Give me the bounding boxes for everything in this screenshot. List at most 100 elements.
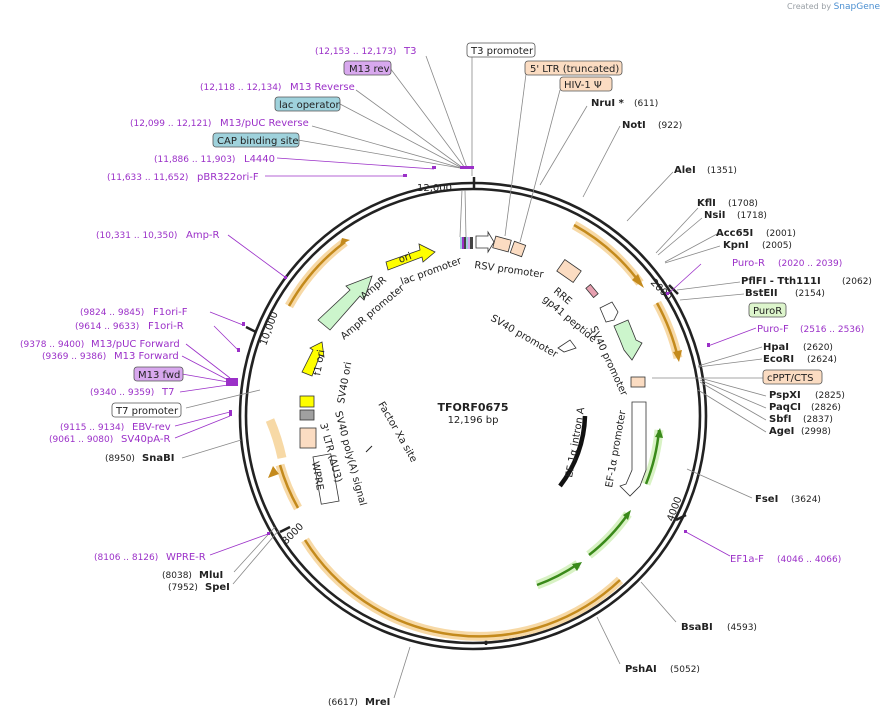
orf-arc-line	[287, 240, 346, 307]
hiv-psi-box	[509, 240, 527, 258]
primer-ebv-rev-name: EBV-rev	[132, 422, 171, 433]
enzyme-snabi-pos: (8950)	[105, 454, 135, 464]
primer-puro-r-range: (2020 .. 2039)	[778, 259, 842, 269]
rsv-promoter-label: RSV promoter	[474, 260, 545, 281]
enzyme-acc65i-pos: (2001)	[766, 229, 796, 239]
ltr5-label: 5' LTR (truncated)	[530, 64, 619, 75]
primer-f1ori-r-name: F1ori-R	[148, 321, 184, 332]
primer-m13-reverse-name: M13 Reverse	[290, 82, 355, 93]
primer-f1ori-r-range: (9614 .. 9633)	[75, 322, 139, 332]
enzyme-bsabi-pos: (4593)	[727, 623, 757, 633]
hiv-psi-label: HIV-1 Ψ	[564, 80, 602, 91]
tick-label-12000: 12,000	[417, 183, 452, 194]
rre-box	[556, 258, 582, 284]
puror-label-box	[748, 302, 787, 318]
primer-wpre-r-name: WPRE-R	[166, 552, 206, 563]
primer-ef1a-f-name: EF1a-F	[730, 554, 764, 565]
cap-site-box	[212, 132, 300, 148]
m13-rev-box	[343, 60, 392, 76]
primer-f1ori-f-range: (9824 .. 9845)	[80, 308, 144, 318]
primer-t3-name: T3	[403, 46, 416, 57]
primer-puro-r-name: Puro-R	[732, 258, 765, 269]
enzyme-pshai-name: PshAI	[625, 664, 657, 675]
f1-ori-arrow	[301, 341, 325, 377]
ltr3-box	[299, 427, 317, 449]
sv40-promoter-arrow	[557, 339, 577, 353]
enzyme-nrui-pos: (611)	[634, 99, 658, 109]
right-labels: NruI * (611) NotI (922) AleI (1351) KflI…	[591, 98, 872, 675]
primer-t7-name: T7	[161, 387, 174, 398]
snapgene-credit: Created by SnapGene	[787, 2, 880, 12]
cppt-label-box	[762, 369, 823, 385]
ltr5-box	[492, 235, 512, 253]
primer-t3-range: (12,153 .. 12,173)	[315, 47, 396, 57]
m13-fwd-label: M13 fwd	[138, 370, 180, 381]
primer-leader-lines	[174, 157, 757, 557]
factor-xa-tick	[365, 445, 373, 453]
orf-arrowheads	[268, 238, 682, 478]
plasmid-name: TFORF0675	[438, 401, 509, 414]
enzyme-kfli-name: KflI	[697, 198, 716, 209]
enzyme-hpai-name: HpaI	[763, 342, 789, 353]
orf-arc-line	[303, 539, 621, 638]
plasmid-length: 12,196 bp	[448, 415, 499, 426]
enzyme-bsteii-pos: (2154)	[795, 289, 825, 299]
puror-label: PuroR	[753, 306, 782, 317]
primer-puro-f-name: Puro-F	[757, 324, 789, 335]
primer-pbr322-name: pBR322ori-F	[197, 172, 259, 183]
primer-puro-f-range: (2516 .. 2536)	[800, 325, 864, 335]
enzyme-agei-name: AgeI	[769, 426, 794, 437]
credit-text: Created by	[787, 2, 832, 11]
wpre-box	[312, 453, 340, 505]
enzyme-spei-pos: (7952)	[168, 583, 198, 593]
enzyme-mlui-name: MluI	[199, 570, 223, 581]
tick-label-2000: 2000	[648, 277, 674, 303]
enzyme-noti-pos: (922)	[658, 121, 682, 131]
orf-arc-highlight	[301, 537, 624, 641]
enzyme-kfli-pos: (1708)	[728, 199, 758, 209]
enzyme-sbfi-name: SbfI	[769, 414, 791, 425]
primer-marks	[226, 166, 710, 535]
lac-operator-label: lac operator	[279, 100, 340, 111]
enzyme-mlui-pos: (8038)	[162, 571, 192, 581]
primer-wpre-r-range: (8106 .. 8126)	[94, 553, 158, 563]
enzyme-bsabi-name: BsaBI	[681, 622, 713, 633]
enzyme-pflfi-pos: (2062)	[842, 277, 872, 287]
enzyme-noti-name: NotI	[622, 120, 646, 131]
left-labels: (10,331 .. 10,350) Amp-R (9824 .. 9845) …	[20, 230, 390, 708]
cppt-box	[630, 376, 646, 388]
ampr-arrow	[317, 275, 373, 331]
primer-m13puc-fwd-range: (9378 .. 9400)	[20, 340, 84, 350]
sv40-promoter-shape	[599, 301, 619, 323]
f1-ori-label: f1 ori	[312, 349, 327, 377]
enzyme-alei-name: AleI	[674, 165, 696, 176]
enzyme-ecori-pos: (2624)	[807, 355, 837, 365]
orf-arc-highlight	[265, 418, 287, 459]
enzyme-mrei-name: MreI	[365, 697, 390, 708]
primer-sv40pa-r-name: SV40pA-R	[121, 434, 170, 445]
m13-fwd-box	[133, 366, 184, 382]
primer-l4440-name: L4440	[244, 154, 275, 165]
primer-pbr322-range: (11,633 .. 11,652)	[107, 173, 188, 183]
top-labels: (12,153 .. 12,173) T3 M13 rev (12,118 ..…	[107, 42, 623, 183]
enzyme-acc65i-name: Acc65I	[716, 228, 753, 239]
sv40-promoter-label-b: SV40 promoter	[489, 313, 561, 361]
enzyme-bsteii-name: BstEII	[745, 288, 778, 299]
sv40-ori-label: SV40 ori	[336, 361, 354, 404]
enzyme-spei-name: SpeI	[205, 582, 230, 593]
ef1a-intron-label: EF-1α intron A	[564, 406, 587, 478]
enzyme-snabi-name: SnaBI	[142, 453, 174, 464]
t7-promoter-label: T7 promoter	[115, 406, 179, 417]
factor-xa-label: Factor Xa site	[375, 400, 419, 464]
orf-arc-line	[278, 464, 300, 509]
primer-m13puc-fwd-name: M13/pUC Forward	[91, 339, 180, 350]
lac-operator-box	[274, 96, 341, 112]
ef1a-promoter-label: EF-1α promoter	[604, 409, 629, 489]
m13-rev-label: M13 rev	[349, 64, 390, 75]
top-leader-lines	[181, 55, 767, 699]
enzyme-pshai-pos: (5052)	[670, 665, 700, 675]
enzyme-fsei-pos: (3624)	[791, 495, 821, 505]
enzyme-fsei-name: FseI	[755, 494, 778, 505]
ltr5-label-box	[524, 60, 623, 76]
